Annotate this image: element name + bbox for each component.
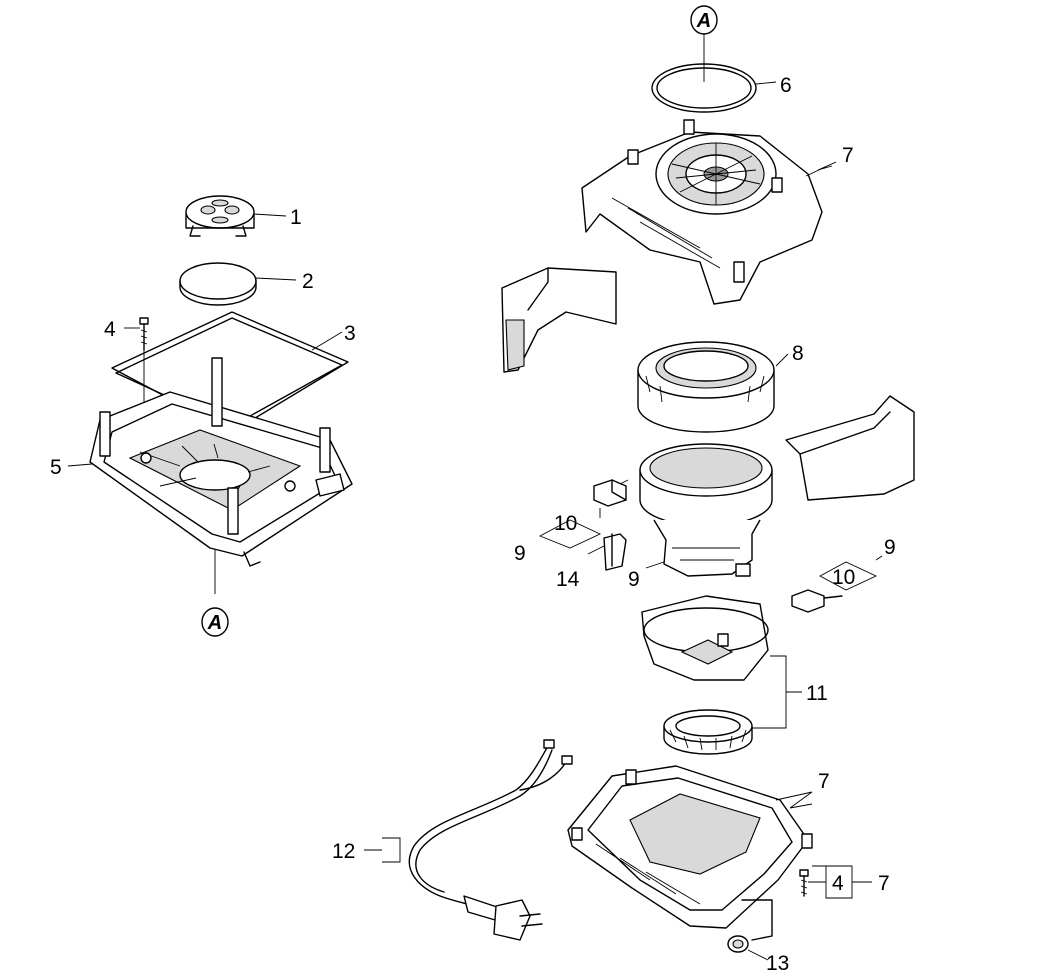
callout-9-mid: 9: [628, 568, 640, 591]
connector-ref-bottom-label: A: [207, 612, 222, 634]
callout-11: 11: [806, 682, 828, 705]
side-shroud-left: [501, 267, 617, 373]
part-8-fan-ring: [637, 341, 775, 433]
part-1-grille-cap: [185, 195, 255, 237]
callout-7-lower: 7: [818, 770, 830, 793]
callout-12: 12: [332, 840, 355, 863]
callout-7-lower-b: 7: [878, 872, 890, 895]
part-11-ring-gear: [663, 709, 753, 755]
part-10-brush-right: [791, 589, 843, 613]
part-13-plug: [727, 935, 749, 953]
part-11-fan-housing: [641, 595, 769, 681]
callout-10-right: 10: [832, 566, 855, 589]
callout-numbers: 1 2 3 4 5 6 7 8 9 10 14 9 9 10 11 12 7 4…: [50, 74, 896, 975]
callout-4-lower: 4: [832, 872, 844, 895]
part-14-clip: [603, 533, 627, 571]
part-10-brush-left: [593, 479, 629, 507]
callout-10-left: 10: [554, 512, 577, 535]
connector-ref-top: A: [690, 5, 718, 35]
part-12-power-cord: [408, 739, 573, 941]
part-4-screw-lower: [799, 869, 809, 897]
callout-1: 1: [290, 206, 302, 229]
callout-8: 8: [792, 342, 804, 365]
side-shroud-right: [785, 395, 915, 501]
connector-ref-bottom: A: [201, 607, 229, 637]
part-7-housing-top: [581, 119, 823, 305]
callout-7-top: 7: [842, 144, 854, 167]
motor-unit: [639, 443, 773, 577]
part-2-filter-disc: [179, 262, 257, 306]
callout-5: 5: [50, 456, 62, 479]
leader-lines: [67, 34, 883, 961]
callout-9-right: 9: [884, 536, 896, 559]
callout-3: 3: [344, 322, 356, 345]
callout-14: 14: [556, 568, 580, 591]
part-7-housing-base: [567, 765, 813, 941]
callout-6: 6: [780, 74, 792, 97]
connector-ref-top-label: A: [696, 10, 711, 32]
part-5-base-tray: [89, 357, 353, 567]
callout-13: 13: [766, 952, 789, 975]
callout-4-left: 4: [104, 318, 116, 341]
callout-2: 2: [302, 270, 314, 293]
callout-9-left: 9: [514, 542, 526, 565]
